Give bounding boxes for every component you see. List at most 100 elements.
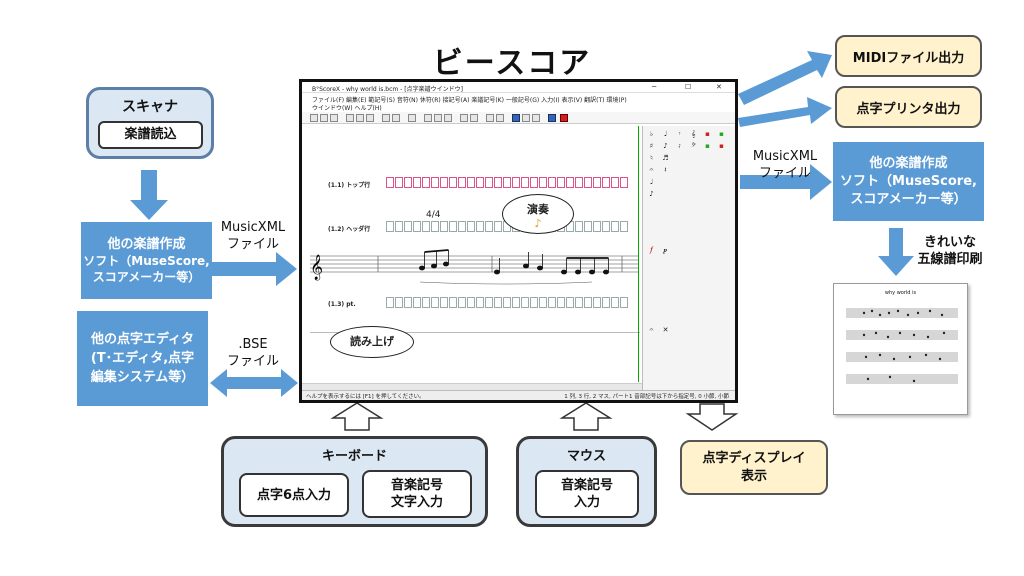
note-icon[interactable] (512, 114, 520, 122)
help-icon[interactable] (486, 114, 494, 122)
save-icon[interactable] (330, 114, 338, 122)
mouse-sym-line2: 入力 (573, 495, 600, 510)
palette-symbol-icon[interactable]: ♬ (662, 154, 669, 162)
preview-icon[interactable] (470, 114, 478, 122)
toolbar (302, 112, 735, 124)
arrow-to-printer (738, 97, 832, 127)
braille-ed-line1: 他の点字エディタ (90, 332, 195, 347)
palette-symbol-icon[interactable]: 𝆑 (650, 246, 653, 254)
palette-symbol-icon[interactable]: ♩ (663, 130, 668, 138)
palette-symbol-icon[interactable]: ♯ (649, 142, 654, 150)
right-musicxml-label: MusicXML ファイル (738, 148, 832, 182)
arrow-scanner-down (130, 170, 168, 220)
arrow-bse-double (210, 369, 298, 397)
palette-symbol-icon[interactable]: 𝄢 (691, 142, 696, 150)
palette-symbol-icon[interactable]: 𝄐 (649, 166, 654, 174)
close-icon[interactable]: ✕ (716, 83, 722, 91)
status-left: ヘルプを表示するには [F1] を押してください。 (306, 394, 425, 400)
context-help-icon[interactable] (496, 114, 504, 122)
kbd-sym-line2: 文字入力 (390, 495, 443, 510)
palette-symbol-icon[interactable]: 𝄾 (678, 130, 681, 138)
printed-sheet-title: why world is (884, 290, 917, 296)
tool-icon-a[interactable] (346, 114, 354, 122)
print-icon[interactable] (460, 114, 468, 122)
mouse-symbol-input-box: 音楽記号 入力 (535, 470, 639, 518)
right-mxml-line1: MusicXML (752, 149, 818, 164)
palette-symbol-icon[interactable]: 𝄞 (691, 130, 696, 138)
scanner-box: スキャナ 楽譜読込 (86, 87, 214, 159)
left-other-software-box: 他の楽譜作成 ソフト（MuseScore, スコアメーカー等） (81, 222, 212, 299)
palette-symbol-icon[interactable]: 𝄿 (678, 142, 681, 150)
copy-icon[interactable] (434, 114, 442, 122)
palette-symbol-icon[interactable]: ▪ (719, 142, 724, 150)
bse-line1: .BSE (238, 337, 268, 352)
palette-symbol-icon[interactable]: 𝄽 (664, 166, 667, 174)
read-aloud-bubble: 読み上げ (330, 326, 414, 358)
palette-symbol-icon[interactable]: ✕ (662, 326, 669, 334)
window-titlebar: B°ScoreX - why world is.bcm - [点字楽譜ウインドウ… (302, 82, 735, 93)
right-mxml-line2: ファイル (758, 166, 811, 181)
play-bubble: 演奏 ♪ (502, 194, 574, 234)
mouse-sym-line1: 音楽記号 (560, 478, 613, 493)
open-file-icon[interactable] (320, 114, 328, 122)
view-icon-a[interactable] (522, 114, 530, 122)
palette-symbol-icon[interactable]: ▪ (705, 142, 710, 150)
view-icon-b[interactable] (532, 114, 540, 122)
six-dot-input-box: 点字6点入力 (239, 473, 349, 517)
palette-symbol-icon[interactable]: ♩ (649, 178, 654, 186)
staff-notation[interactable]: 𝄞 (302, 242, 640, 288)
palette-symbol-icon[interactable]: 𝆏 (663, 246, 668, 254)
palette-symbol-icon[interactable]: ▪ (719, 130, 724, 138)
green-margin-line (638, 126, 639, 382)
tool-icon-d[interactable] (382, 114, 390, 122)
braille-cells-top[interactable] (386, 177, 628, 188)
tool-icon-c[interactable] (366, 114, 374, 122)
right-soft-line1: 他の楽譜作成 (869, 155, 948, 171)
scanner-label: スキャナ (122, 99, 178, 115)
menu-row-1[interactable]: ファイル(F) 編集(E) 範記号(S) 音符(N) 休符(R) 接記号(A) … (312, 97, 627, 104)
status-bar: ヘルプを表示するには [F1] を押してください。 1 列, 3 行, 2 マス… (302, 390, 735, 400)
palette-symbol-icon[interactable]: ▪ (705, 130, 710, 138)
row-divider (310, 332, 640, 333)
cut-icon[interactable] (424, 114, 432, 122)
paste-icon[interactable] (444, 114, 452, 122)
braille-cells-pt[interactable] (386, 297, 628, 308)
horizontal-scrollbar[interactable] (302, 383, 642, 390)
palette-symbol-icon[interactable]: ♪ (649, 190, 654, 198)
palette-symbol-icon[interactable]: ♪ (663, 142, 668, 150)
right-other-software-box: 他の楽譜作成 ソフト（MuseScore, スコアメーカー等） (833, 142, 984, 221)
palette-symbol-icon[interactable]: 𝄐 (649, 326, 654, 334)
tool-icon-e[interactable] (392, 114, 400, 122)
tool-icon-b[interactable] (356, 114, 364, 122)
kbd-sym-line1: 音楽記号 (390, 478, 443, 493)
new-file-icon[interactable] (310, 114, 318, 122)
braille-printer-box: 点字プリンタ出力 (835, 86, 982, 128)
window-title: B°ScoreX - why world is.bcm - [点字楽譜ウインドウ… (312, 86, 463, 93)
tool-icon-f[interactable] (408, 114, 416, 122)
minimize-icon[interactable]: ─ (652, 83, 657, 91)
play-icon[interactable] (548, 114, 556, 122)
menu-row-2[interactable]: ウインドウ(W) ヘルプ(H) (312, 105, 382, 112)
palette-symbol-icon[interactable]: ♮ (650, 154, 653, 162)
braille-editor-box: 他の点字エディタ (T･エディタ,点字 編集システム等） (77, 311, 208, 406)
palette-symbol-icon[interactable]: ♭ (649, 130, 654, 138)
row-label-top: (1.1) トップ行 (328, 182, 371, 189)
left-mxml-line2: ファイル (226, 237, 279, 252)
stop-icon[interactable] (560, 114, 568, 122)
maximize-icon[interactable]: ☐ (685, 83, 692, 91)
svg-text:𝄞: 𝄞 (310, 254, 323, 280)
right-soft-line2: ソフト（MuseScore, (840, 173, 977, 189)
symbol-palette: ♭ ♯ ♮ 𝄐 ♩ ♪ ♩ ♪ ♬ 𝄽 𝄾 𝄿 𝄞 𝄢 ▪ ▪ ▪ ▪ 𝆑 𝆏 … (642, 126, 735, 396)
play-bubble-text: 演奏 (527, 203, 549, 216)
bse-line2: ファイル (226, 354, 279, 369)
arrow-display-down (685, 403, 739, 431)
left-musicxml-label: MusicXML ファイル (211, 219, 295, 253)
arrow-keyboard-up (330, 402, 384, 431)
music-symbol-text-input-box: 音楽記号 文字入力 (362, 470, 472, 518)
braille-ed-line3: 編集システム等） (90, 370, 195, 385)
print-line2: 五線譜印刷 (917, 252, 983, 267)
left-mxml-line1: MusicXML (220, 220, 286, 235)
scan-read-box: 楽譜読込 (98, 121, 203, 149)
print-line1: きれいな (923, 235, 976, 250)
